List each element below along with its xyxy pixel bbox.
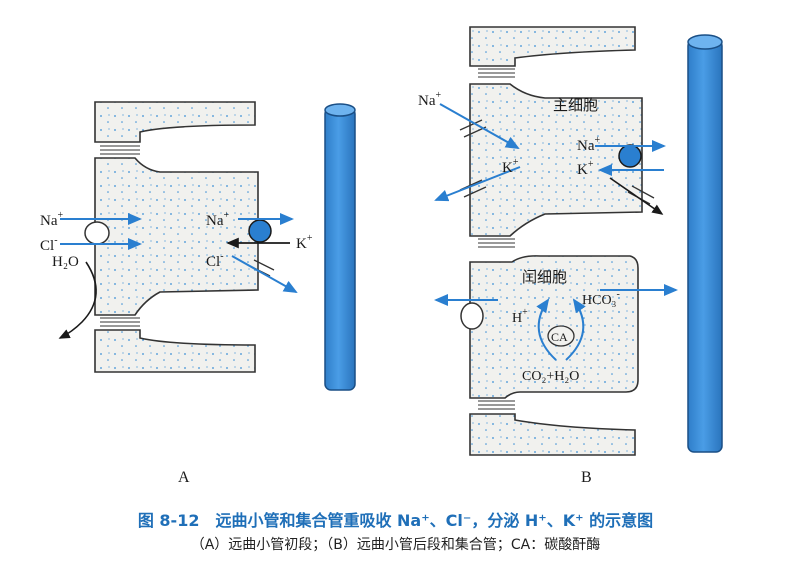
panel-b: 主细胞 闰细胞 Na+ K+ Na+ K+ H+ HCO₃- CA CO₂+H₂… — [418, 26, 723, 486]
b-na-in-arrow — [439, 103, 520, 149]
b-capillary-top — [687, 34, 723, 50]
a-h2o-arrow — [58, 261, 97, 339]
a-nacl-cotransporter — [84, 221, 110, 245]
svg-text:Cl-: Cl- — [40, 235, 58, 254]
a-k-label: K — [296, 236, 307, 252]
b-h-sup: + — [522, 307, 528, 318]
a-bottom-cell — [94, 329, 256, 373]
b-k-baso-arrow — [609, 177, 664, 215]
svg-text:Na+: Na+ — [577, 135, 601, 154]
svg-text:Na+: Na+ — [206, 210, 230, 229]
b-k-label: K — [502, 160, 513, 176]
b-ca-arc-left — [536, 298, 557, 361]
b-ca-label: CA — [551, 330, 568, 344]
svg-text:H+: H+ — [512, 307, 528, 326]
b-k-pump-sup: + — [588, 159, 594, 170]
a-na2-sup: + — [224, 210, 230, 221]
figure-caption-title: 图 8-12 远曲小管和集合管重吸收 Na⁺、Cl⁻，分泌 H⁺、K⁺ 的示意图 — [137, 511, 654, 530]
a-top-cell — [94, 101, 256, 143]
a-h2o-label: H₂O — [52, 254, 79, 270]
a-cl-out-arrow — [231, 255, 298, 293]
b-tight-junction-1 — [478, 68, 515, 78]
figure-caption-subtitle: （A）远曲小管初段；（B）远曲小管后段和集合管；CA：碳酸酐酶 — [190, 537, 601, 553]
a-capillary-top — [324, 103, 356, 117]
svg-text:K+: K+ — [577, 159, 594, 178]
b-hco3-label: HCO₃ — [582, 293, 617, 308]
a-na-sup: + — [58, 210, 64, 221]
a-tight-junction-bottom — [100, 317, 140, 327]
b-na-pump-sup: + — [595, 135, 601, 146]
a-na-label: Na — [40, 213, 58, 229]
b-co2-h2o-label: CO₂+H₂O — [522, 369, 579, 384]
a-main-cell — [94, 157, 259, 316]
svg-text:HCO₃-: HCO₃- — [582, 289, 620, 308]
b-k-pump-label: K — [577, 162, 588, 178]
a-cl2-label: Cl — [206, 254, 220, 270]
b-ca-enzyme — [547, 325, 575, 347]
svg-text:Cl-: Cl- — [206, 251, 224, 270]
b-top-cell — [469, 26, 636, 67]
panel-b-letter: B — [581, 469, 592, 486]
b-na-label: Na — [418, 93, 436, 109]
a-tight-junction-top — [100, 145, 140, 155]
a-cl-sup: - — [54, 235, 57, 246]
panel-a-letter: A — [178, 469, 190, 486]
b-principal-cell — [469, 83, 643, 237]
b-tight-junction-3 — [478, 400, 515, 410]
a-cl-label: Cl — [40, 238, 54, 254]
b-k-sup: + — [513, 157, 519, 168]
a-na2-label: Na — [206, 213, 224, 229]
b-capillary — [687, 39, 723, 453]
b-na-sup: + — [436, 90, 442, 101]
b-ca-arc-right — [565, 298, 586, 361]
a-cl2-sup: - — [220, 251, 223, 262]
b-nak-pump — [618, 144, 642, 168]
svg-text:Na+: Na+ — [418, 90, 442, 109]
panel-a: Na+ Cl- H₂O Na+ K+ Cl- A — [40, 101, 356, 486]
b-hco3-sup: - — [616, 289, 619, 300]
a-capillary — [324, 107, 356, 391]
svg-text:K+: K+ — [296, 233, 313, 252]
svg-text:K+: K+ — [502, 157, 519, 176]
b-na-pump-label: Na — [577, 138, 595, 154]
a-nak-pump — [248, 219, 272, 243]
b-h-pump — [460, 302, 484, 330]
b-intercalated-cell-label: 闰细胞 — [522, 269, 567, 286]
a-k-sup: + — [307, 233, 313, 244]
b-h-label: H — [512, 311, 522, 326]
b-bottom-cell — [469, 413, 636, 456]
b-tight-junction-2 — [478, 238, 515, 248]
svg-text:Na+: Na+ — [40, 210, 64, 229]
b-principal-cell-label: 主细胞 — [553, 97, 598, 114]
b-k-out-arrow — [434, 166, 521, 202]
